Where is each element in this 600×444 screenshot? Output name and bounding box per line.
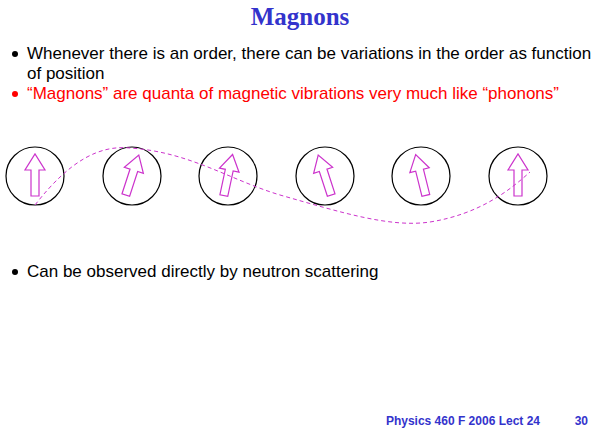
spin-wave-curve [35, 148, 530, 224]
slide-title: Magnons [0, 2, 600, 32]
bullet-text: “Magnons” are quanta of magnetic vibrati… [27, 84, 592, 104]
spin-arrow [406, 152, 436, 198]
spin-arrows [25, 152, 528, 198]
spin-site [296, 147, 354, 205]
spin-site [103, 147, 161, 205]
bullet-dot [12, 269, 18, 275]
spin-site [6, 147, 64, 205]
bullet-dot [12, 91, 18, 97]
bullet-dot [12, 51, 18, 57]
spin-site [392, 147, 450, 205]
spin-site [489, 147, 547, 205]
spin-site [199, 147, 257, 205]
spin-arrow [309, 152, 341, 198]
page-number: 30 [548, 414, 588, 428]
spin-arrow [116, 152, 148, 198]
bullet-text: Whenever there is an order, there can be… [27, 44, 592, 85]
spin-arrow [508, 154, 528, 196]
spin-sites [6, 147, 547, 205]
spin-arrow [25, 154, 45, 196]
footer-text: Physics 460 F 2006 Lect 24 [380, 414, 540, 428]
bullet-text: Can be observed directly by neutron scat… [27, 262, 592, 282]
